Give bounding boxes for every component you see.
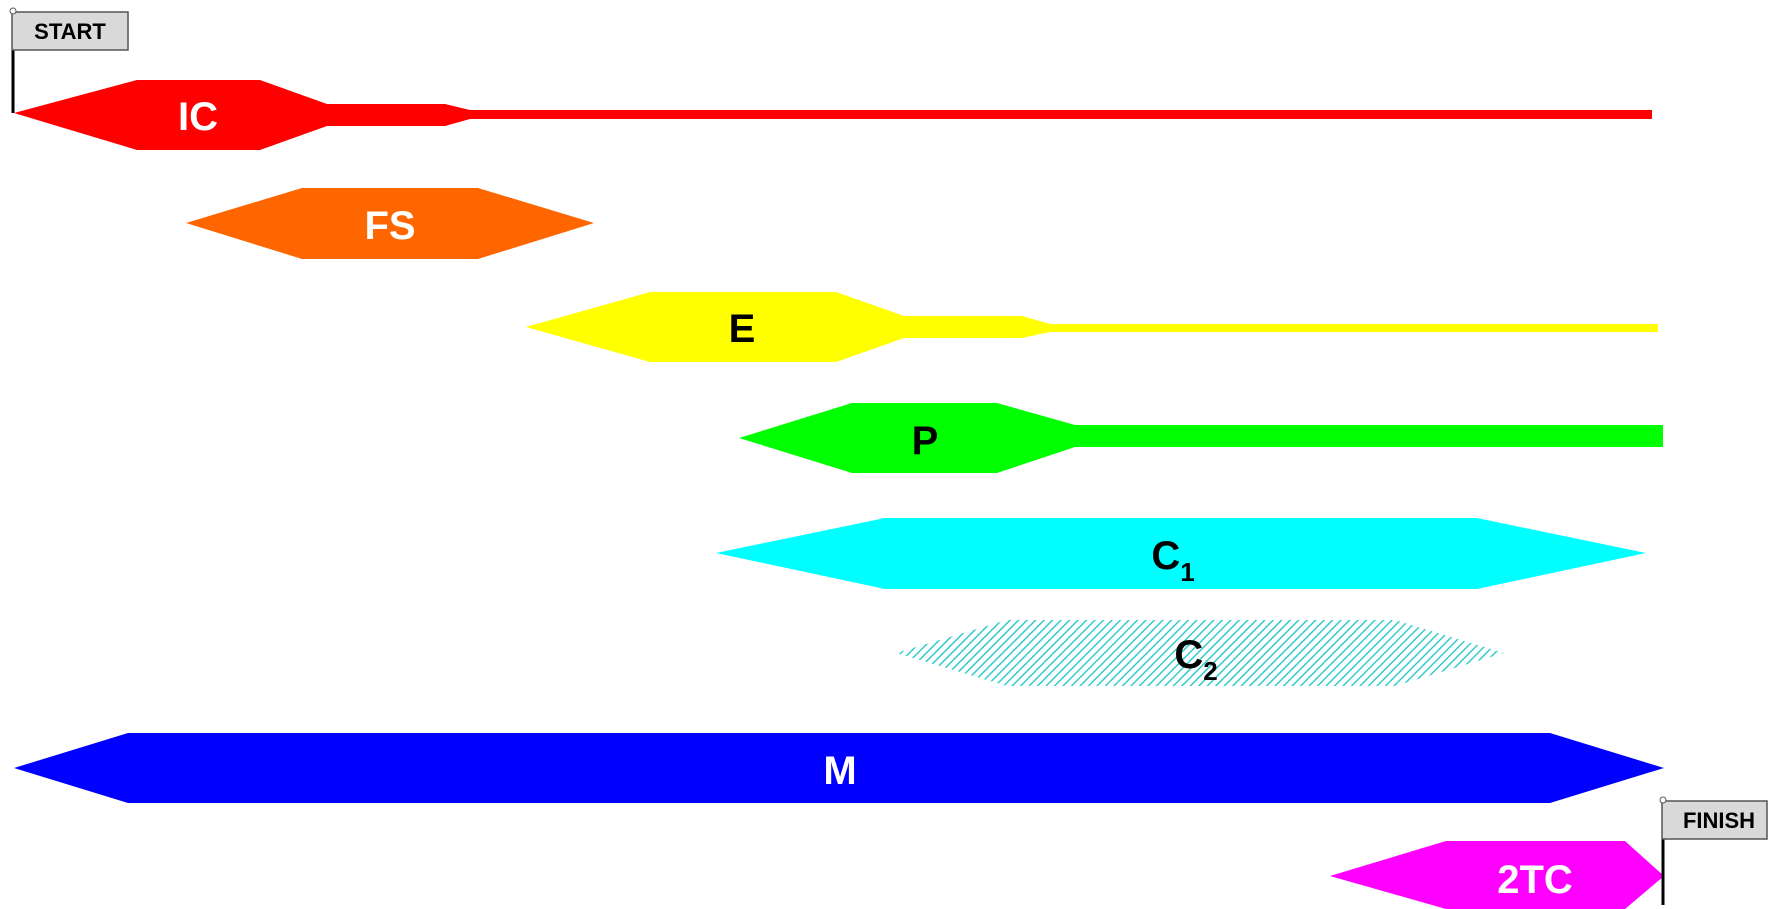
bar-ic-shape — [14, 80, 1652, 150]
bar-fs: FS — [186, 188, 594, 259]
bar-c1-label: C1 — [1151, 534, 1194, 587]
bar-2tc-shape — [1330, 841, 1664, 909]
bar-fs-shape — [186, 188, 594, 259]
bar-c1: C1 — [716, 518, 1646, 589]
bar-2tc: 2TC — [1330, 841, 1664, 909]
bar-fs-label: FS — [364, 204, 415, 248]
bar-e: E — [526, 292, 1658, 362]
bar-c1-shape — [716, 518, 1646, 589]
finish-flag: FINISH — [1659, 796, 1768, 905]
bar-c2-shape — [896, 620, 1504, 686]
bar-2tc-label: 2TC — [1497, 858, 1573, 902]
start-flag: START — [9, 7, 129, 113]
bar-e-label: E — [729, 307, 756, 351]
bar-m-label: M — [823, 749, 856, 793]
finish-flag-label: FINISH — [1683, 808, 1755, 833]
bar-ic-label: IC — [178, 95, 218, 139]
bar-m-shape — [14, 733, 1664, 803]
bar-ic: IC — [14, 80, 1652, 150]
start-flag-label: START — [34, 19, 106, 44]
bar-e-shape — [526, 292, 1658, 362]
finish-flag-banner — [1661, 800, 1768, 840]
bar-p-shape — [739, 403, 1663, 473]
start-flag-banner — [11, 11, 129, 51]
bar-p: P — [739, 403, 1663, 473]
bar-p-label: P — [912, 419, 939, 463]
bar-c2: C2 — [896, 620, 1504, 686]
bar-m: M — [14, 733, 1664, 803]
bar-c2-label: C2 — [1174, 633, 1217, 686]
